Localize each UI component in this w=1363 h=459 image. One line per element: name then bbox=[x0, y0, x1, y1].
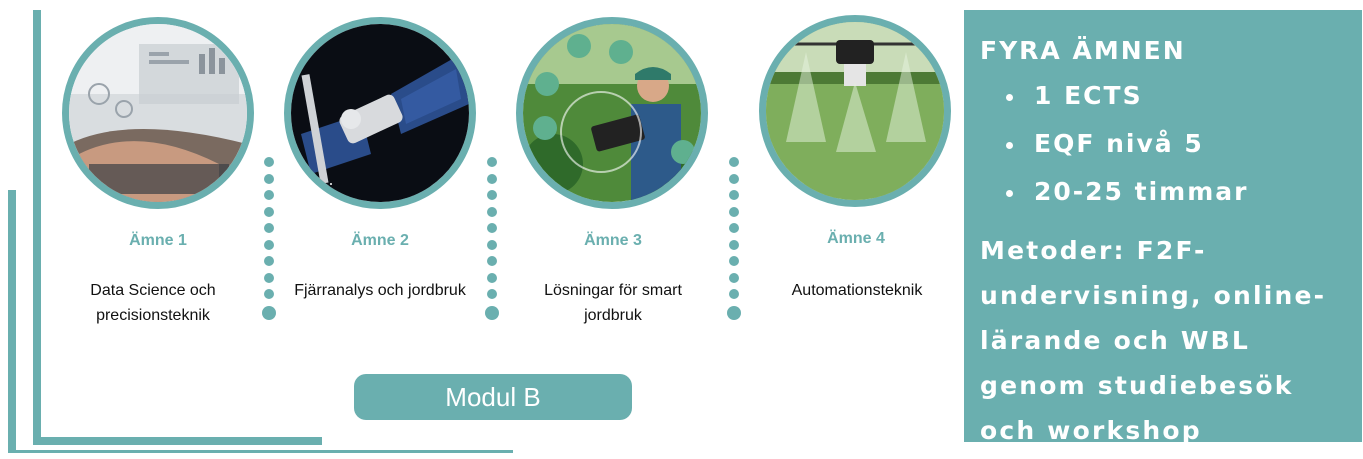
separator-dots-2 bbox=[485, 157, 499, 326]
panel-methods-line: och workshop bbox=[980, 416, 1202, 445]
frame-line-outer-vertical bbox=[8, 190, 16, 452]
frame-line-inner-vertical bbox=[33, 10, 41, 445]
panel-methods-line: lärande och WBL bbox=[980, 326, 1251, 355]
panel-title: FYRA ÄMNEN bbox=[980, 36, 1186, 65]
topic-3-description-line-1: Lösningar för smart bbox=[544, 282, 682, 299]
panel-methods: Metoder: F2F- undervisning, online- lära… bbox=[980, 228, 1348, 453]
topic-4-heading: Ämne 4 bbox=[827, 230, 885, 247]
topic-2-description-line-1: Fjärranalys och jordbruk bbox=[294, 282, 466, 299]
topic-1-heading: Ämne 1 bbox=[129, 232, 187, 249]
topic-2-image bbox=[284, 17, 476, 209]
info-panel: FYRA ÄMNEN 1 ECTS EQF nivå 5 20-25 timma… bbox=[964, 10, 1362, 445]
satellite-illustration bbox=[291, 24, 469, 202]
topic-3-description-line-2: jordbruk bbox=[584, 307, 642, 324]
topic-1-description-line-2: precisionsteknik bbox=[96, 307, 210, 324]
panel-methods-line: undervisning, online- bbox=[980, 281, 1327, 310]
panel-methods-line: Metoder: F2F- bbox=[980, 236, 1207, 265]
drone-illustration bbox=[766, 22, 944, 200]
topic-1-image bbox=[62, 17, 254, 209]
topic-3-description: Lösningar för smart jordbruk bbox=[503, 278, 723, 328]
module-label: Modul B bbox=[354, 374, 632, 420]
topic-4-image bbox=[759, 15, 951, 207]
topic-1-description-line-1: Data Science och bbox=[90, 282, 216, 299]
topic-3-heading: Ämne 3 bbox=[584, 232, 642, 249]
panel-bullet-item: EQF nivå 5 bbox=[1004, 120, 1348, 168]
panel-bullet-item: 20-25 timmar bbox=[1004, 168, 1348, 216]
frame-line-outer-horizontal bbox=[8, 450, 513, 453]
smart-farming-illustration bbox=[523, 24, 701, 202]
separator-dots-3 bbox=[727, 157, 741, 326]
frame-line-inner-horizontal bbox=[33, 437, 322, 445]
data-science-illustration bbox=[69, 24, 247, 202]
separator-dots-1 bbox=[262, 157, 276, 326]
topic-4-description-line-1: Automationsteknik bbox=[791, 282, 923, 299]
topic-4-description: Automationsteknik bbox=[747, 278, 967, 303]
topic-1-description: Data Science och precisionsteknik bbox=[43, 278, 263, 328]
panel-methods-line: genom studiebesök bbox=[980, 371, 1294, 400]
panel-bullet-list: 1 ECTS EQF nivå 5 20-25 timmar bbox=[980, 72, 1348, 216]
topic-3-image bbox=[516, 17, 708, 209]
panel-bullet-item: 1 ECTS bbox=[1004, 72, 1348, 120]
topic-2-heading: Ämne 2 bbox=[351, 232, 409, 249]
topic-2-description: Fjärranalys och jordbruk bbox=[270, 278, 490, 303]
